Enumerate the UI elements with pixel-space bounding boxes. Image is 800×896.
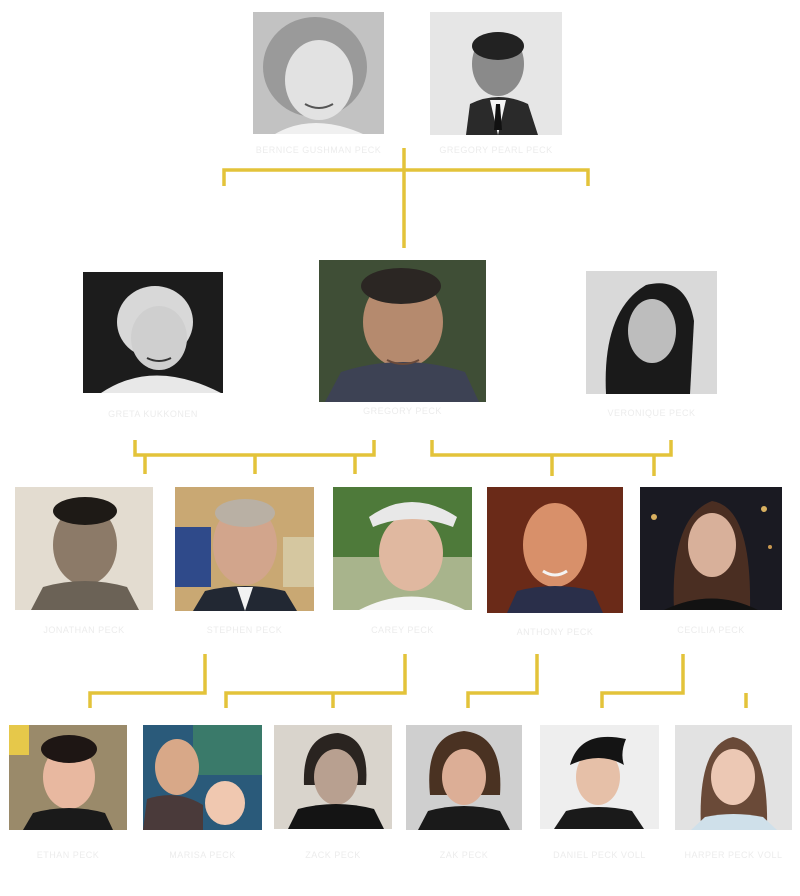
connector-carey-children — [224, 654, 407, 708]
person-name: JONATHAN PECK — [43, 625, 125, 635]
person-anthony-peck: ANTHONY PECK — [487, 487, 623, 637]
person-name: HARPER PECK VOLL — [684, 850, 783, 860]
portrait-photo — [9, 725, 127, 830]
person-name: STEPHEN PECK — [206, 625, 283, 635]
person-gregory-peck: GREGORY PECK — [319, 260, 486, 416]
portrait-photo — [487, 487, 623, 613]
person-cecilia-peck: CECILIA PECK — [640, 487, 782, 635]
person-name: CAREY PECK — [371, 625, 434, 635]
person-marisa-peck: MARISA PECK — [143, 725, 262, 860]
portrait-photo — [675, 725, 792, 830]
portrait-photo — [83, 272, 223, 393]
person-zack-peck: ZACK PECK — [274, 725, 392, 860]
portrait-photo — [430, 12, 562, 135]
portrait-photo — [333, 487, 472, 610]
portrait-photo — [540, 725, 659, 829]
person-name: MARISA PECK — [169, 850, 236, 860]
person-name: CECILIA PECK — [677, 625, 745, 635]
portrait-photo — [274, 725, 392, 829]
connector-stephen-children — [88, 654, 207, 708]
portrait-photo — [640, 487, 782, 610]
person-name: GREGORY PEARL PECK — [439, 145, 553, 155]
portrait-photo — [319, 260, 486, 402]
person-name: ZACK PECK — [305, 850, 361, 860]
portrait-photo — [143, 725, 262, 830]
person-name: ANTHONY PECK — [516, 627, 594, 637]
person-name: GRETA KUKKONEN — [108, 409, 198, 419]
connector-gregory-veronique-children — [430, 440, 673, 476]
person-name: DANIEL PECK VOLL — [553, 850, 646, 860]
person-name: GREGORY PECK — [363, 406, 442, 416]
person-daniel-peck-voll: DANIEL PECK VOLL — [540, 725, 659, 860]
person-veronique-peck: VERONIQUE PECK — [586, 271, 717, 418]
portrait-photo — [253, 12, 384, 134]
connector-anthony-children — [466, 654, 539, 708]
person-gregory-pearl-peck: GREGORY PEARL PECK — [430, 12, 562, 155]
portrait-photo — [406, 725, 522, 830]
person-name: ETHAN PECK — [36, 850, 100, 860]
connector-parents-to-children — [222, 148, 590, 248]
connector-gregory-greta-children — [133, 440, 376, 474]
person-name: BERNICE GUSHMAN PECK — [255, 145, 382, 155]
person-jonathan-peck: JONATHAN PECK — [15, 487, 153, 635]
portrait-photo — [586, 271, 717, 394]
person-greta-kukkonen: GRETA KUKKONEN — [83, 272, 223, 419]
person-name: ZAK PECK — [439, 850, 489, 860]
person-stephen-peck: STEPHEN PECK — [175, 487, 314, 635]
person-bernice-gushman-peck: BERNICE GUSHMAN PECK — [253, 12, 384, 155]
person-carey-peck: CAREY PECK — [333, 487, 472, 635]
person-ethan-peck: ETHAN PECK — [9, 725, 127, 860]
portrait-photo — [15, 487, 153, 610]
person-zak-peck: ZAK PECK — [406, 725, 522, 860]
portrait-photo — [175, 487, 314, 611]
person-name: VERONIQUE PECK — [607, 408, 696, 418]
connector-cecilia-children — [600, 654, 748, 708]
person-harper-peck-voll: HARPER PECK VOLL — [675, 725, 792, 860]
